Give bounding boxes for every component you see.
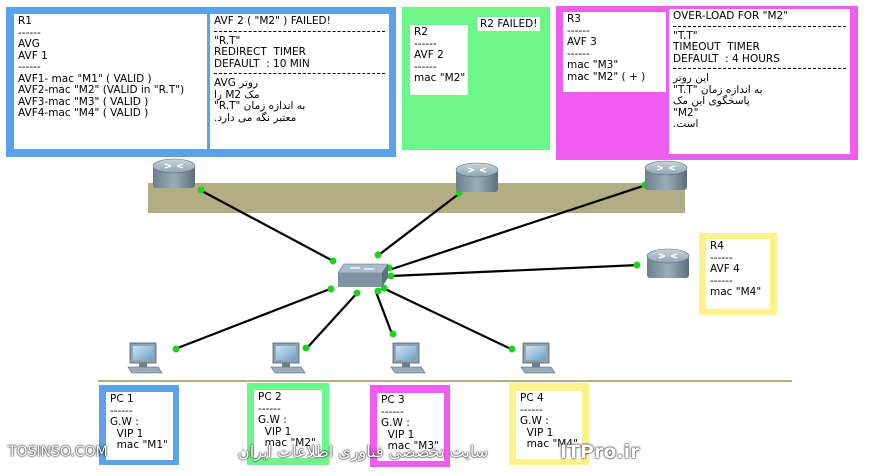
r3-title: R3 bbox=[567, 13, 581, 25]
r1-title: R1 bbox=[18, 15, 32, 27]
router-r1[interactable] bbox=[152, 158, 196, 188]
links bbox=[174, 183, 647, 351]
r2-note: R2 ------ AVF 2 ------ mac "M2" bbox=[410, 25, 468, 95]
watermark-middle: سایت تخصصی فناوری اطلاعات ایران bbox=[238, 442, 489, 461]
pc-3-icon[interactable] bbox=[390, 342, 426, 374]
pc-3-note: PC 3 ------ G.W : VIP 1 mac "M3" bbox=[377, 393, 444, 461]
r2-title: R2 bbox=[414, 26, 428, 38]
pc-2-icon[interactable] bbox=[270, 342, 306, 374]
lan-segment bbox=[148, 183, 685, 213]
link-pc2-switch bbox=[306, 291, 359, 349]
avf2-failed-note: AVF 2 ( "M2" ) FAILED! "R.T" REDIRECT TI… bbox=[210, 14, 389, 149]
r4-title: R4 bbox=[710, 240, 724, 252]
link-pc4-switch bbox=[382, 287, 512, 350]
pc-4-icon[interactable] bbox=[520, 342, 556, 374]
link-r3-switch bbox=[388, 183, 647, 272]
pc-1-note: PC 1 ------ G.W : VIP 1 mac "M1" bbox=[106, 392, 173, 460]
pc-3-title: PC 3 bbox=[381, 394, 405, 406]
pc-2-title: PC 2 bbox=[258, 391, 282, 403]
pc-1-title: PC 1 bbox=[110, 393, 134, 405]
avf2-failed-title: AVF 2 ( "M2" ) FAILED! bbox=[214, 15, 331, 27]
pc-4-note: PC 4 ------ G.W : VIP 1 mac "M4" bbox=[516, 391, 582, 459]
overload-note: OVER-LOAD FOR "M2" "T.T" TIMEOUT TIMER D… bbox=[669, 9, 850, 154]
switch[interactable] bbox=[337, 263, 389, 287]
r2-failed-label: R2 FAILED! bbox=[477, 17, 541, 31]
pc-2-note: PC 2 ------ G.W : VIP 1 mac "M2" bbox=[254, 390, 322, 458]
router-r4[interactable] bbox=[646, 248, 690, 278]
watermark-right: ITPro.ir bbox=[560, 441, 640, 463]
r1-note: R1 ------ AVG AVF 1 ------ AVF1- mac "M1… bbox=[14, 14, 207, 149]
link-r2-switch bbox=[375, 192, 461, 258]
port-indicators bbox=[172, 181, 649, 353]
r3-note: R3 ------ AVF 3 ------ mac "M3" mac "M2"… bbox=[563, 12, 666, 92]
router-r2[interactable] bbox=[455, 162, 499, 192]
overload-title: OVER-LOAD FOR "M2" bbox=[673, 10, 789, 22]
pc-1-icon[interactable] bbox=[127, 342, 163, 374]
pc-4-title: PC 4 bbox=[520, 392, 544, 404]
r4-note: R4 ------ AVF 4 ------ mac "M4" bbox=[706, 239, 770, 309]
link-r4-switch bbox=[390, 263, 639, 278]
watermark-left: TOSINSO.COM bbox=[8, 444, 108, 460]
link-r1-switch bbox=[199, 189, 336, 263]
link-pc3-switch bbox=[374, 291, 394, 335]
router-r3[interactable] bbox=[644, 160, 688, 190]
link-pc1-switch bbox=[174, 287, 331, 351]
